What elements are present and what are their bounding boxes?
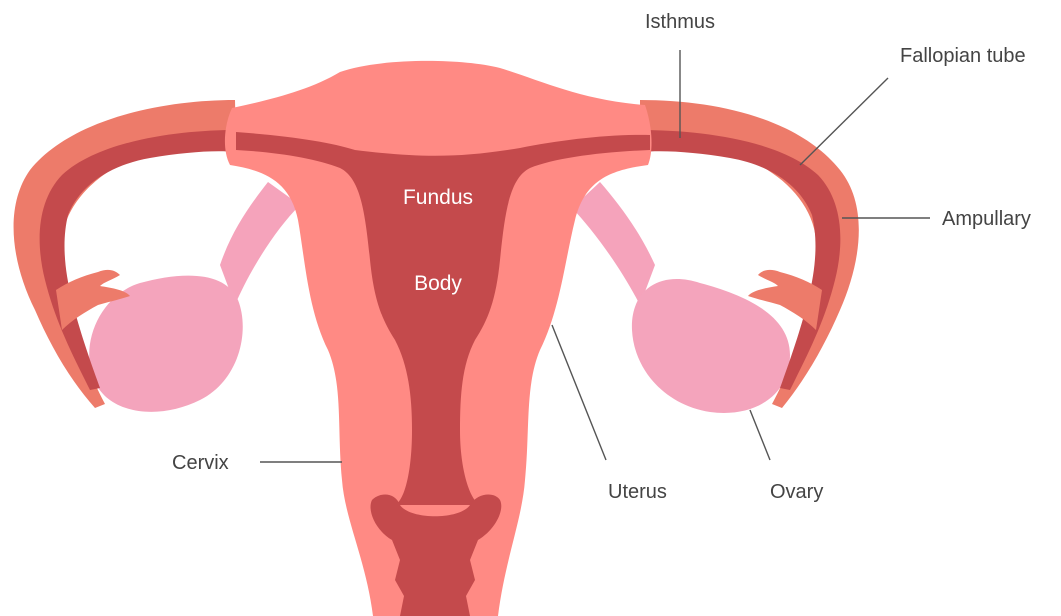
fallopian-tube-label: Fallopian tube: [900, 45, 1026, 67]
ovary-label: Ovary: [770, 481, 823, 503]
body-label: Body: [414, 272, 462, 295]
uterus-leader-line: [552, 325, 606, 460]
fallopian-tube-leader-line: [800, 78, 888, 165]
ovarian-ligament-left: [220, 182, 300, 305]
fundus-label: Fundus: [403, 186, 473, 209]
ovarian-ligament-right: [572, 182, 655, 305]
uterus-label: Uterus: [608, 481, 667, 503]
isthmus-label: Isthmus: [645, 11, 715, 33]
cervix-label: Cervix: [172, 452, 229, 474]
ampullary-label: Ampullary: [942, 208, 1031, 230]
ovary-leader-line: [750, 410, 770, 460]
